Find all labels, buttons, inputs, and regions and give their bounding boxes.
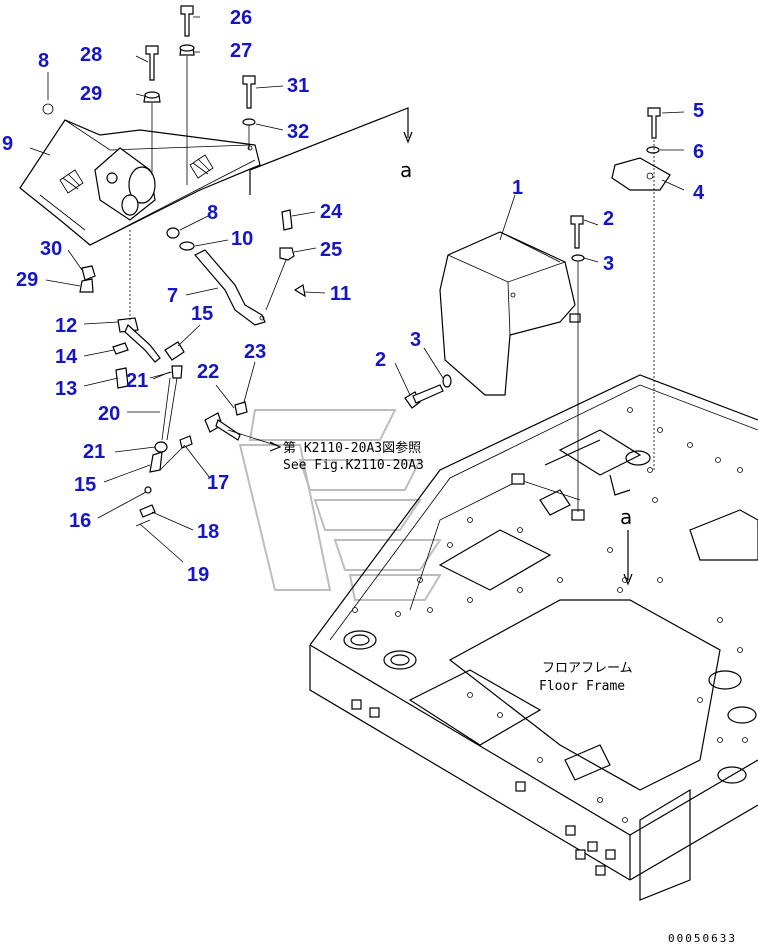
arrow-label-a-bottom: a: [620, 505, 632, 529]
reference-note-jp: 第 K2110-20A3図参照: [283, 440, 421, 456]
mesh-right: [189, 154, 214, 179]
callout-17: 17: [207, 472, 229, 494]
mesh-left: [59, 169, 84, 194]
callout-20: 20: [98, 403, 120, 425]
callout-2: 2: [375, 349, 386, 371]
floor-frame: [309, 374, 758, 901]
arrow-a-top: [249, 107, 413, 195]
plate-assembly: [611, 107, 671, 470]
cover-part: [439, 231, 581, 396]
watermark-logo: [238, 409, 442, 601]
callout-24: 24: [320, 201, 343, 223]
callout-5: 5: [693, 100, 704, 122]
callout-13: 13: [55, 378, 77, 400]
callout-7: 7: [167, 285, 178, 307]
callout-16: 16: [69, 510, 91, 532]
bolt-upper: [570, 215, 585, 262]
callout-31: 31: [287, 75, 309, 97]
callout-29: 29: [16, 269, 38, 291]
callout-8: 8: [38, 50, 49, 72]
callout-3: 3: [603, 253, 614, 275]
callout-29: 29: [80, 83, 102, 105]
callout-25: 25: [320, 239, 342, 261]
callout-30: 30: [40, 238, 62, 260]
callout-4: 4: [693, 182, 705, 204]
callout-21: 21: [83, 441, 105, 463]
callout-9: 9: [2, 133, 13, 155]
link-assembly: [79, 230, 185, 527]
callout-11: 11: [330, 283, 351, 305]
callout-15: 15: [191, 303, 213, 325]
bracket-assembly: [19, 103, 261, 246]
leader-lines-left: [29, 16, 326, 563]
callout-12: 12: [55, 315, 77, 337]
callout-8: 8: [207, 202, 218, 224]
callout-21: 21: [126, 370, 148, 392]
callout-1: 1: [512, 177, 523, 199]
clevis-assembly: [159, 401, 282, 471]
leader-lines-right: [394, 111, 685, 586]
callout-15: 15: [74, 474, 96, 496]
reference-note-en: See Fig.K2110-20A3: [283, 458, 424, 473]
callout-18: 18: [197, 521, 219, 543]
callout-22: 22: [197, 361, 219, 383]
floor-frame-label-en: Floor Frame: [539, 679, 625, 694]
drawing-number: 00050633: [668, 932, 737, 945]
callout-6: 6: [693, 141, 704, 163]
lever-bracket: [166, 209, 306, 326]
callout-3: 3: [410, 329, 421, 351]
callout-numbers: 1 2 3 2 3 4 5 6 7 8 8 9 10 11 12 13 14 1…: [2, 7, 705, 586]
callout-28: 28: [80, 44, 102, 66]
bolt-horizontal: [404, 374, 452, 409]
callout-32: 32: [287, 121, 309, 143]
callout-10: 10: [231, 228, 253, 250]
callout-26: 26: [230, 7, 252, 29]
floor-frame-label-jp: フロアフレーム: [542, 661, 633, 676]
callout-2: 2: [603, 208, 614, 230]
callout-19: 19: [187, 564, 209, 586]
callout-14: 14: [55, 346, 78, 368]
arrow-label-a-top: a: [400, 158, 412, 182]
bolts-top: [143, 5, 256, 185]
callout-23: 23: [244, 341, 266, 363]
callout-27: 27: [230, 40, 252, 62]
